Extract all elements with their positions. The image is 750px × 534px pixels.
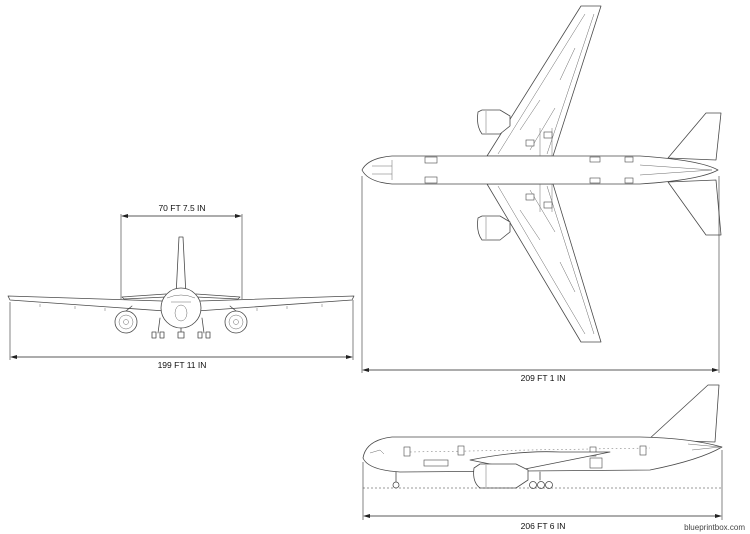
- top-view-upper-stabilizer: [667, 112, 722, 161]
- front-view-fuselage: [160, 287, 202, 329]
- top-view-lower-stabilizer: [667, 179, 722, 236]
- front-view-landing-gear: [151, 317, 211, 339]
- top-length-label: 209 FT 1 IN: [521, 373, 566, 383]
- side-view-main-gear: [529, 471, 553, 489]
- wingspan-dimension: [9, 300, 354, 360]
- side-view-engine: [473, 463, 529, 489]
- front-view-vertical-stabilizer: [175, 236, 187, 297]
- top-view: [361, 5, 722, 343]
- height-dimension: [120, 214, 243, 299]
- front-view: [7, 236, 355, 339]
- top-view-fuselage: [361, 155, 719, 185]
- side-length-dimension: [362, 450, 723, 520]
- wingspan-label: 199 FT 11 IN: [158, 360, 207, 370]
- side-view: [362, 384, 723, 489]
- top-view-lower-engine: [477, 215, 511, 241]
- top-view-upper-engine: [477, 109, 511, 135]
- height-label: 70 FT 7.5 IN: [158, 203, 205, 213]
- top-length-dimension: [361, 176, 720, 373]
- side-length-label: 206 FT 6 IN: [521, 521, 566, 531]
- side-view-vertical-stabilizer: [647, 384, 720, 443]
- front-view-right-engine: [224, 305, 248, 334]
- side-view-nose-gear: [392, 471, 400, 489]
- front-view-left-engine: [114, 305, 138, 334]
- watermark: blueprintbox.com: [684, 523, 745, 532]
